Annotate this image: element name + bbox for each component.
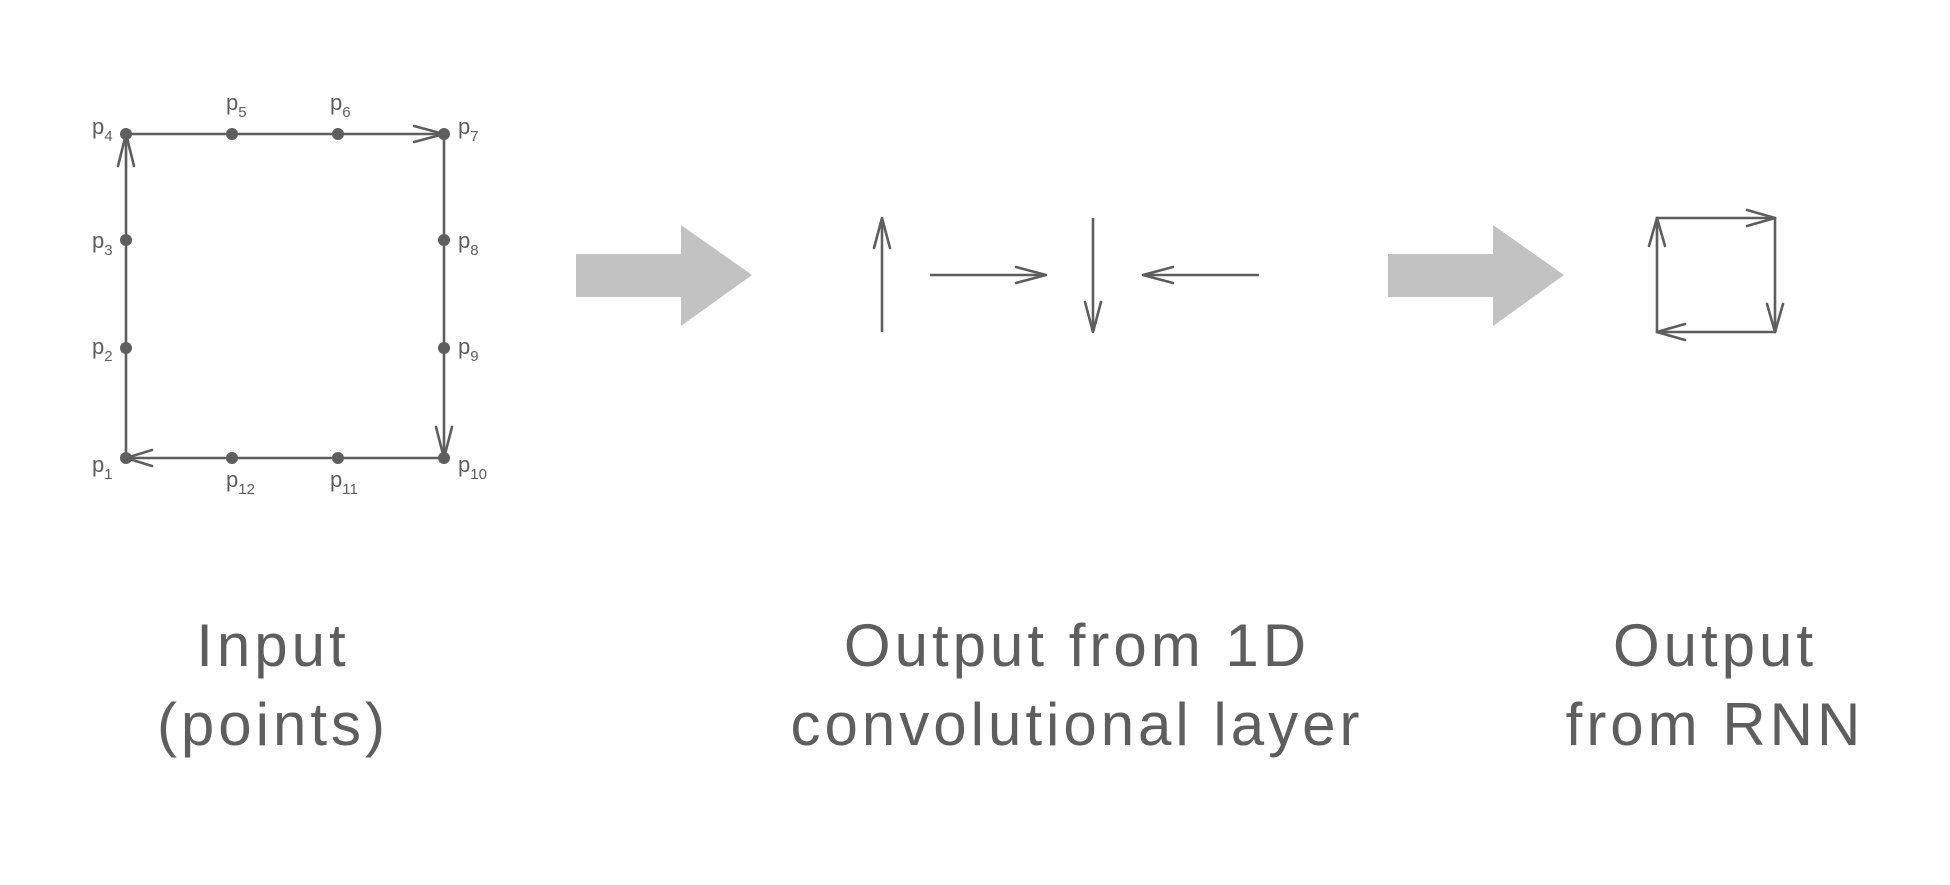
point-label-p7: p7 <box>458 114 479 145</box>
point-dot-p7 <box>438 128 450 140</box>
point-dot-p4 <box>120 128 132 140</box>
point-label-p1: p1 <box>92 452 113 483</box>
point-label-p10: p10 <box>458 452 487 483</box>
rnn-output-square <box>1647 208 1785 342</box>
point-label-p6: p6 <box>330 90 351 121</box>
rnn-arrowhead-down <box>1765 302 1785 334</box>
conv-arrow-right <box>930 265 1048 285</box>
point-label-p2: p2 <box>92 334 113 365</box>
point-dot-p5 <box>226 128 238 140</box>
point-dot-p3 <box>120 234 132 246</box>
point-dot-p6 <box>332 128 344 140</box>
conv-arrow-down <box>1083 218 1103 334</box>
caption-rnn-line1: Output <box>1613 612 1817 679</box>
rnn-square-outline <box>1655 216 1777 334</box>
point-label-p8: p8 <box>458 228 479 259</box>
point-dot-p8 <box>438 234 450 246</box>
caption-input-line2: (points) <box>157 691 389 758</box>
point-dot-p10 <box>438 452 450 464</box>
point-label-p9: p9 <box>458 334 479 365</box>
flow-arrow-2 <box>1388 225 1564 326</box>
point-dot-p11 <box>332 452 344 464</box>
point-label-p4: p4 <box>92 114 113 145</box>
rnn-arrowhead-right <box>1745 208 1777 228</box>
conv-arrow-left <box>1141 265 1259 285</box>
point-dot-p2 <box>120 342 132 354</box>
rnn-arrowhead-left <box>1655 322 1687 342</box>
caption-input-line1: Input <box>196 612 349 679</box>
point-label-p5: p5 <box>226 90 247 121</box>
conv-arrow-up <box>872 216 892 332</box>
caption-conv-line2: convolutional layer <box>791 691 1364 758</box>
point-dot-p12 <box>226 452 238 464</box>
point-label-p3: p3 <box>92 228 113 259</box>
caption-rnn-line2: from RNN <box>1566 691 1865 758</box>
flow-arrow-1 <box>576 225 752 326</box>
rnn-arrowhead-up <box>1647 216 1667 248</box>
input-square: p1 p2 p3 p4 p5 p6 p7 p8 p9 p10 p11 <box>92 90 487 498</box>
point-dot-p9 <box>438 342 450 354</box>
point-label-p12: p12 <box>226 467 255 498</box>
point-label-p11: p11 <box>330 467 358 498</box>
caption-conv-line1: Output from 1D <box>844 612 1310 679</box>
input-square-outline <box>124 132 446 460</box>
point-dot-p1 <box>120 452 132 464</box>
conv-output-arrows <box>872 216 1259 334</box>
